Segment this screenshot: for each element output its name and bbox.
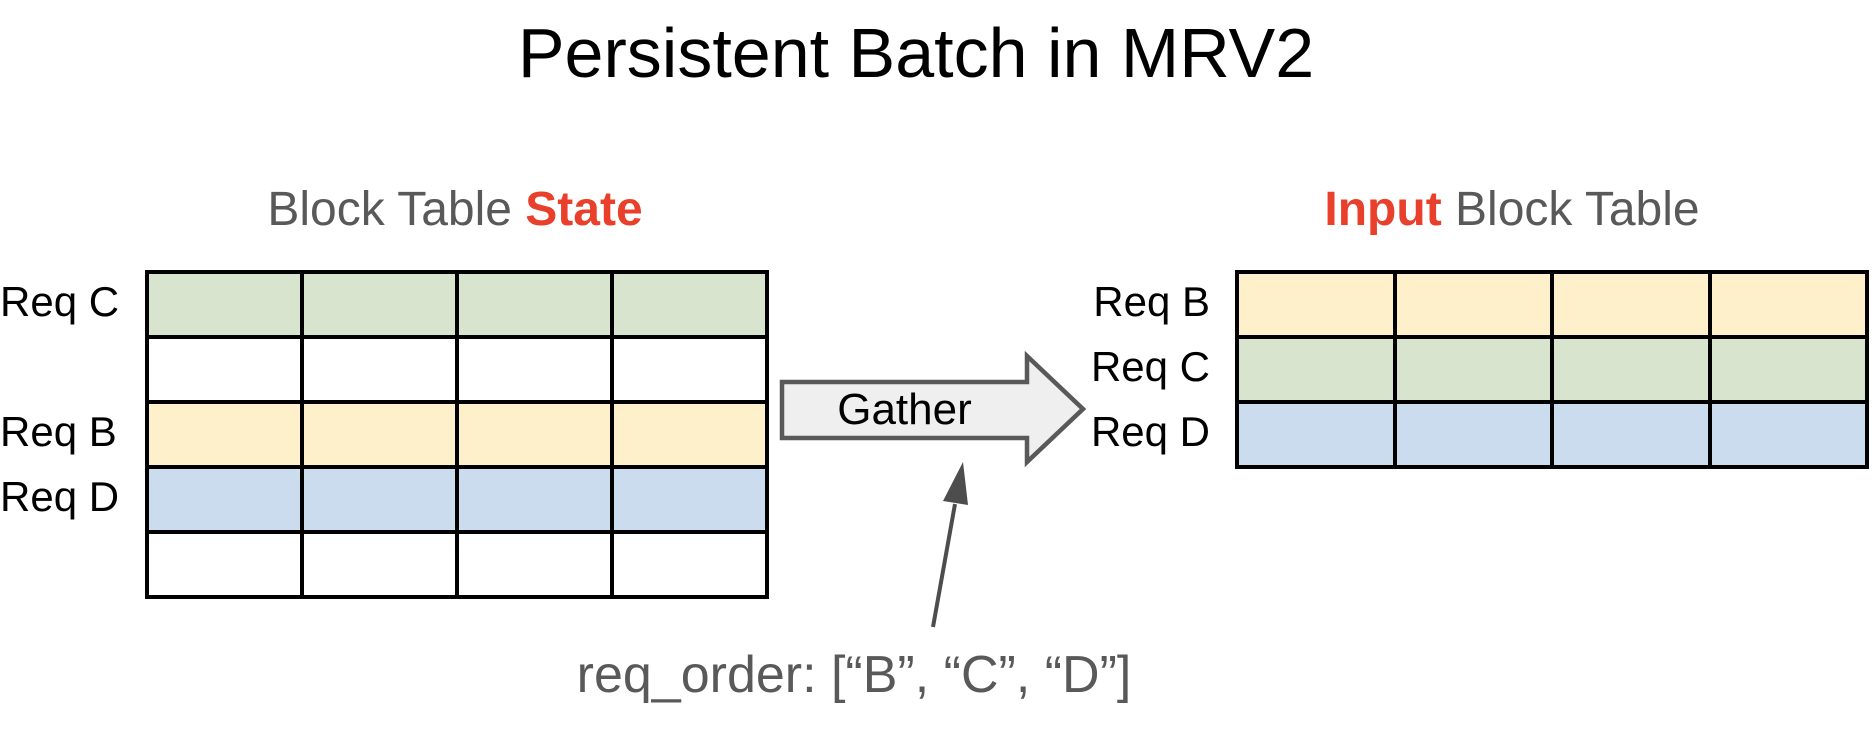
block-cell [1394,402,1552,467]
state-table-title-accent: State [525,183,643,236]
block-cell [612,467,767,532]
state-row-label-req-b: Req B [0,408,117,455]
block-cell [1709,402,1867,467]
gather-arrow-label: Gather [837,385,972,434]
input-table-title: Input Block Table [1197,182,1827,238]
block-cell [457,272,612,337]
block-cell [147,337,302,402]
req-order-annotation: req_order: [“B”, “C”, “D”] [576,646,1132,704]
block-cell [1237,402,1395,467]
block-cell [1709,272,1867,337]
input-block-table [1235,270,1869,469]
block-cell [1552,337,1710,402]
state-block-table [145,270,769,599]
block-cell [147,272,302,337]
input-row-label-req-b: Req B [1093,278,1210,325]
block-cell [1394,337,1552,402]
block-cell [147,402,302,467]
block-cell [302,467,457,532]
state-row-label-req-c: Req C [0,278,120,325]
input-table-title-accent: Input [1324,183,1442,236]
block-cell [1237,272,1395,337]
block-cell [612,532,767,597]
state-table-title-prefix: Block Table [267,183,526,236]
input-row-label-req-c: Req C [1090,343,1210,390]
block-cell [612,337,767,402]
block-cell [457,402,612,467]
block-cell [147,467,302,532]
block-cell [302,272,457,337]
block-cell [457,467,612,532]
block-cell [1552,402,1710,467]
input-table-title-suffix: Block Table [1441,183,1700,236]
state-row-label-req-d: Req D [0,473,120,520]
block-cell [1237,337,1395,402]
state-table-title: Block Table State [145,182,765,238]
block-cell [302,532,457,597]
block-cell [302,337,457,402]
block-cell [457,337,612,402]
block-cell [457,532,612,597]
annotation-arrow-head [943,462,968,505]
input-row-label-req-d: Req D [1090,408,1210,455]
block-cell [1709,337,1867,402]
block-cell [612,272,767,337]
annotation-arrow-shaft [931,503,957,628]
diagram-title: Persistent Batch in MRV2 [517,14,1315,92]
block-cell [302,402,457,467]
block-cell [612,402,767,467]
block-cell [147,532,302,597]
block-cell [1552,272,1710,337]
block-cell [1394,272,1552,337]
